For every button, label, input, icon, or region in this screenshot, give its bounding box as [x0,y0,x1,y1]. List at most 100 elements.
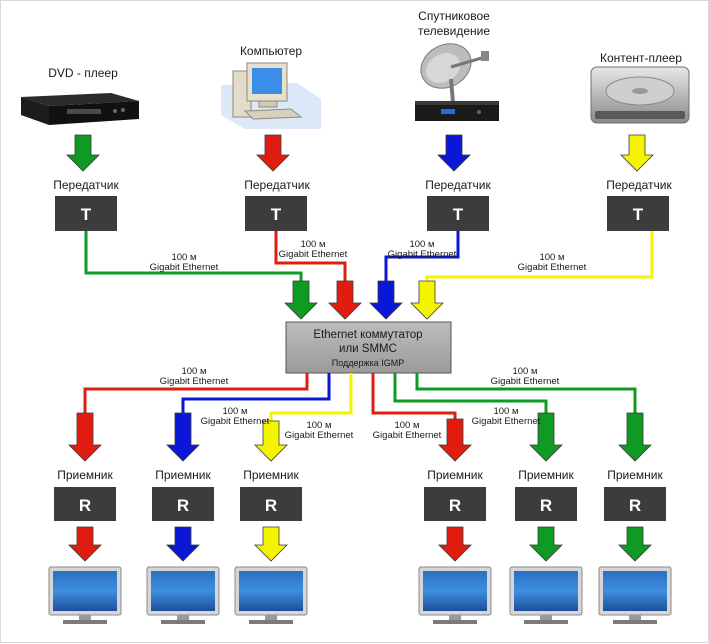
receiver-letter-3: R [265,496,277,515]
receiver-arrow-green-5-icon [529,526,563,562]
cable-blue-uplink [384,231,460,283]
transmitter-label-2: Передатчик [244,178,310,192]
computer-icon [221,62,321,129]
down-arrow-blue-3-icon [437,134,471,172]
transmitter-letter-2: T [271,205,282,224]
transmitter-letter-1: T [81,205,92,224]
receiver-box-6 [604,487,666,521]
receiver-label-1: Приемник [57,468,113,482]
satellite-tv-label-line1: Спутниковое [418,9,490,23]
cable-distance-label-5: 100 м [181,366,206,377]
cable-type-label-5: Gigabit Ethernet [160,376,229,387]
cable-distance-label-6: 100 м [222,406,247,417]
cable-distance-label-3: 100 м [409,239,434,250]
receiver-letter-1: R [79,496,91,515]
cable-distance-label-2: 100 м [300,239,325,250]
tv-icon [598,566,672,624]
cable-type-label-8: Gigabit Ethernet [373,430,442,441]
cable-yellow-uplink [425,231,654,283]
receiver-arrow-yellow-3-icon [254,526,288,562]
switch-igmp-note: Поддержка IGMP [332,358,404,368]
uplink-arrow-green-icon [284,280,318,320]
cable-red-uplink [274,231,347,283]
cable-type-label-7: Gigabit Ethernet [285,430,354,441]
cable-distance-label-1: 100 м [171,252,196,263]
cable-blue-downlink [181,373,331,413]
cable-type-label-10: Gigabit Ethernet [491,376,560,387]
down-arrow-green-1-icon [66,134,100,172]
content-player-label: Контент-плеер [600,51,682,65]
cable-green-downlink-2 [415,373,637,413]
dvd-player-label: DVD - плеер [48,66,118,80]
receiver-arrow-red-1-icon [68,526,102,562]
downlink-arrow-green-6-icon [618,412,652,462]
cable-type-label-1: Gigabit Ethernet [150,262,219,273]
cable-distance-label-4: 100 м [539,252,564,263]
receiver-letter-2: R [177,496,189,515]
tv-icon [146,566,220,624]
cable-distance-label-7: 100 м [306,420,331,431]
cable-green-downlink-1 [393,373,548,413]
transmitter-box-2: T [245,196,307,231]
switch-title-line2: или SMMC [339,343,397,355]
transmitter-box-1: T [55,196,117,231]
downlink-arrow-blue-2-icon [166,412,200,462]
cable-red-downlink-1 [83,373,309,413]
transmitter-box-4: T [607,196,669,231]
cable-distance-label-9: 100 м [493,406,518,417]
receiver-box-2 [152,487,214,521]
cable-type-label-9: Gigabit Ethernet [472,416,541,427]
ethernet-switch: Ethernet коммутатор или SMMC Поддержка I… [285,321,452,374]
downlink-arrow-green-5-icon [529,412,563,462]
down-arrow-yellow-4-icon [620,134,654,172]
receiver-box-5 [515,487,577,521]
receiver-label-3: Приемник [243,468,299,482]
receiver-letter-4: R [449,496,461,515]
receiver-box-1 [54,487,116,521]
transmitter-box-3: T [427,196,489,231]
receiver-label-4: Приемник [427,468,483,482]
transmitter-letter-4: T [633,205,644,224]
satellite-tv-label-line2: телевидение [418,24,490,38]
media-player-icon [590,66,690,124]
receiver-label-6: Приемник [607,468,663,482]
cable-green-uplink [84,231,303,283]
tv-icon [48,566,122,624]
uplink-arrow-yellow-icon [410,280,444,320]
dvd-player-icon [21,93,139,125]
transmitter-label-3: Передатчик [425,178,491,192]
cable-type-label-6: Gigabit Ethernet [201,416,270,427]
uplink-arrow-blue-icon [369,280,403,320]
downlink-arrow-red-1-icon [68,412,102,462]
tv-icon [234,566,308,624]
receiver-label-2: Приемник [155,468,211,482]
cable-type-label-3: Gigabit Ethernet [388,249,457,260]
down-arrow-red-2-icon [256,134,290,172]
computer-label: Компьютер [240,44,302,58]
cable-red-downlink-2 [371,373,457,419]
receiver-arrow-green-6-icon [618,526,652,562]
cable-type-label-4: Gigabit Ethernet [518,262,587,273]
receiver-box-4 [424,487,486,521]
receiver-label-5: Приемник [518,468,574,482]
switch-title-line1: Ethernet коммутатор [313,329,422,341]
cable-yellow-downlink [269,373,353,421]
cable-type-label-2: Gigabit Ethernet [279,249,348,260]
satellite-dish-icon [415,43,499,121]
cable-distance-label-10: 100 м [512,366,537,377]
tv-icon [418,566,492,624]
transmitter-label-4: Передатчик [606,178,672,192]
receiver-arrow-red-4-icon [438,526,472,562]
transmitter-letter-3: T [453,205,464,224]
tv-icon [509,566,583,624]
receiver-box-3 [240,487,302,521]
downlink-arrow-yellow-3-icon [254,420,288,462]
cable-distance-label-8: 100 м [394,420,419,431]
receiver-arrow-blue-2-icon [166,526,200,562]
